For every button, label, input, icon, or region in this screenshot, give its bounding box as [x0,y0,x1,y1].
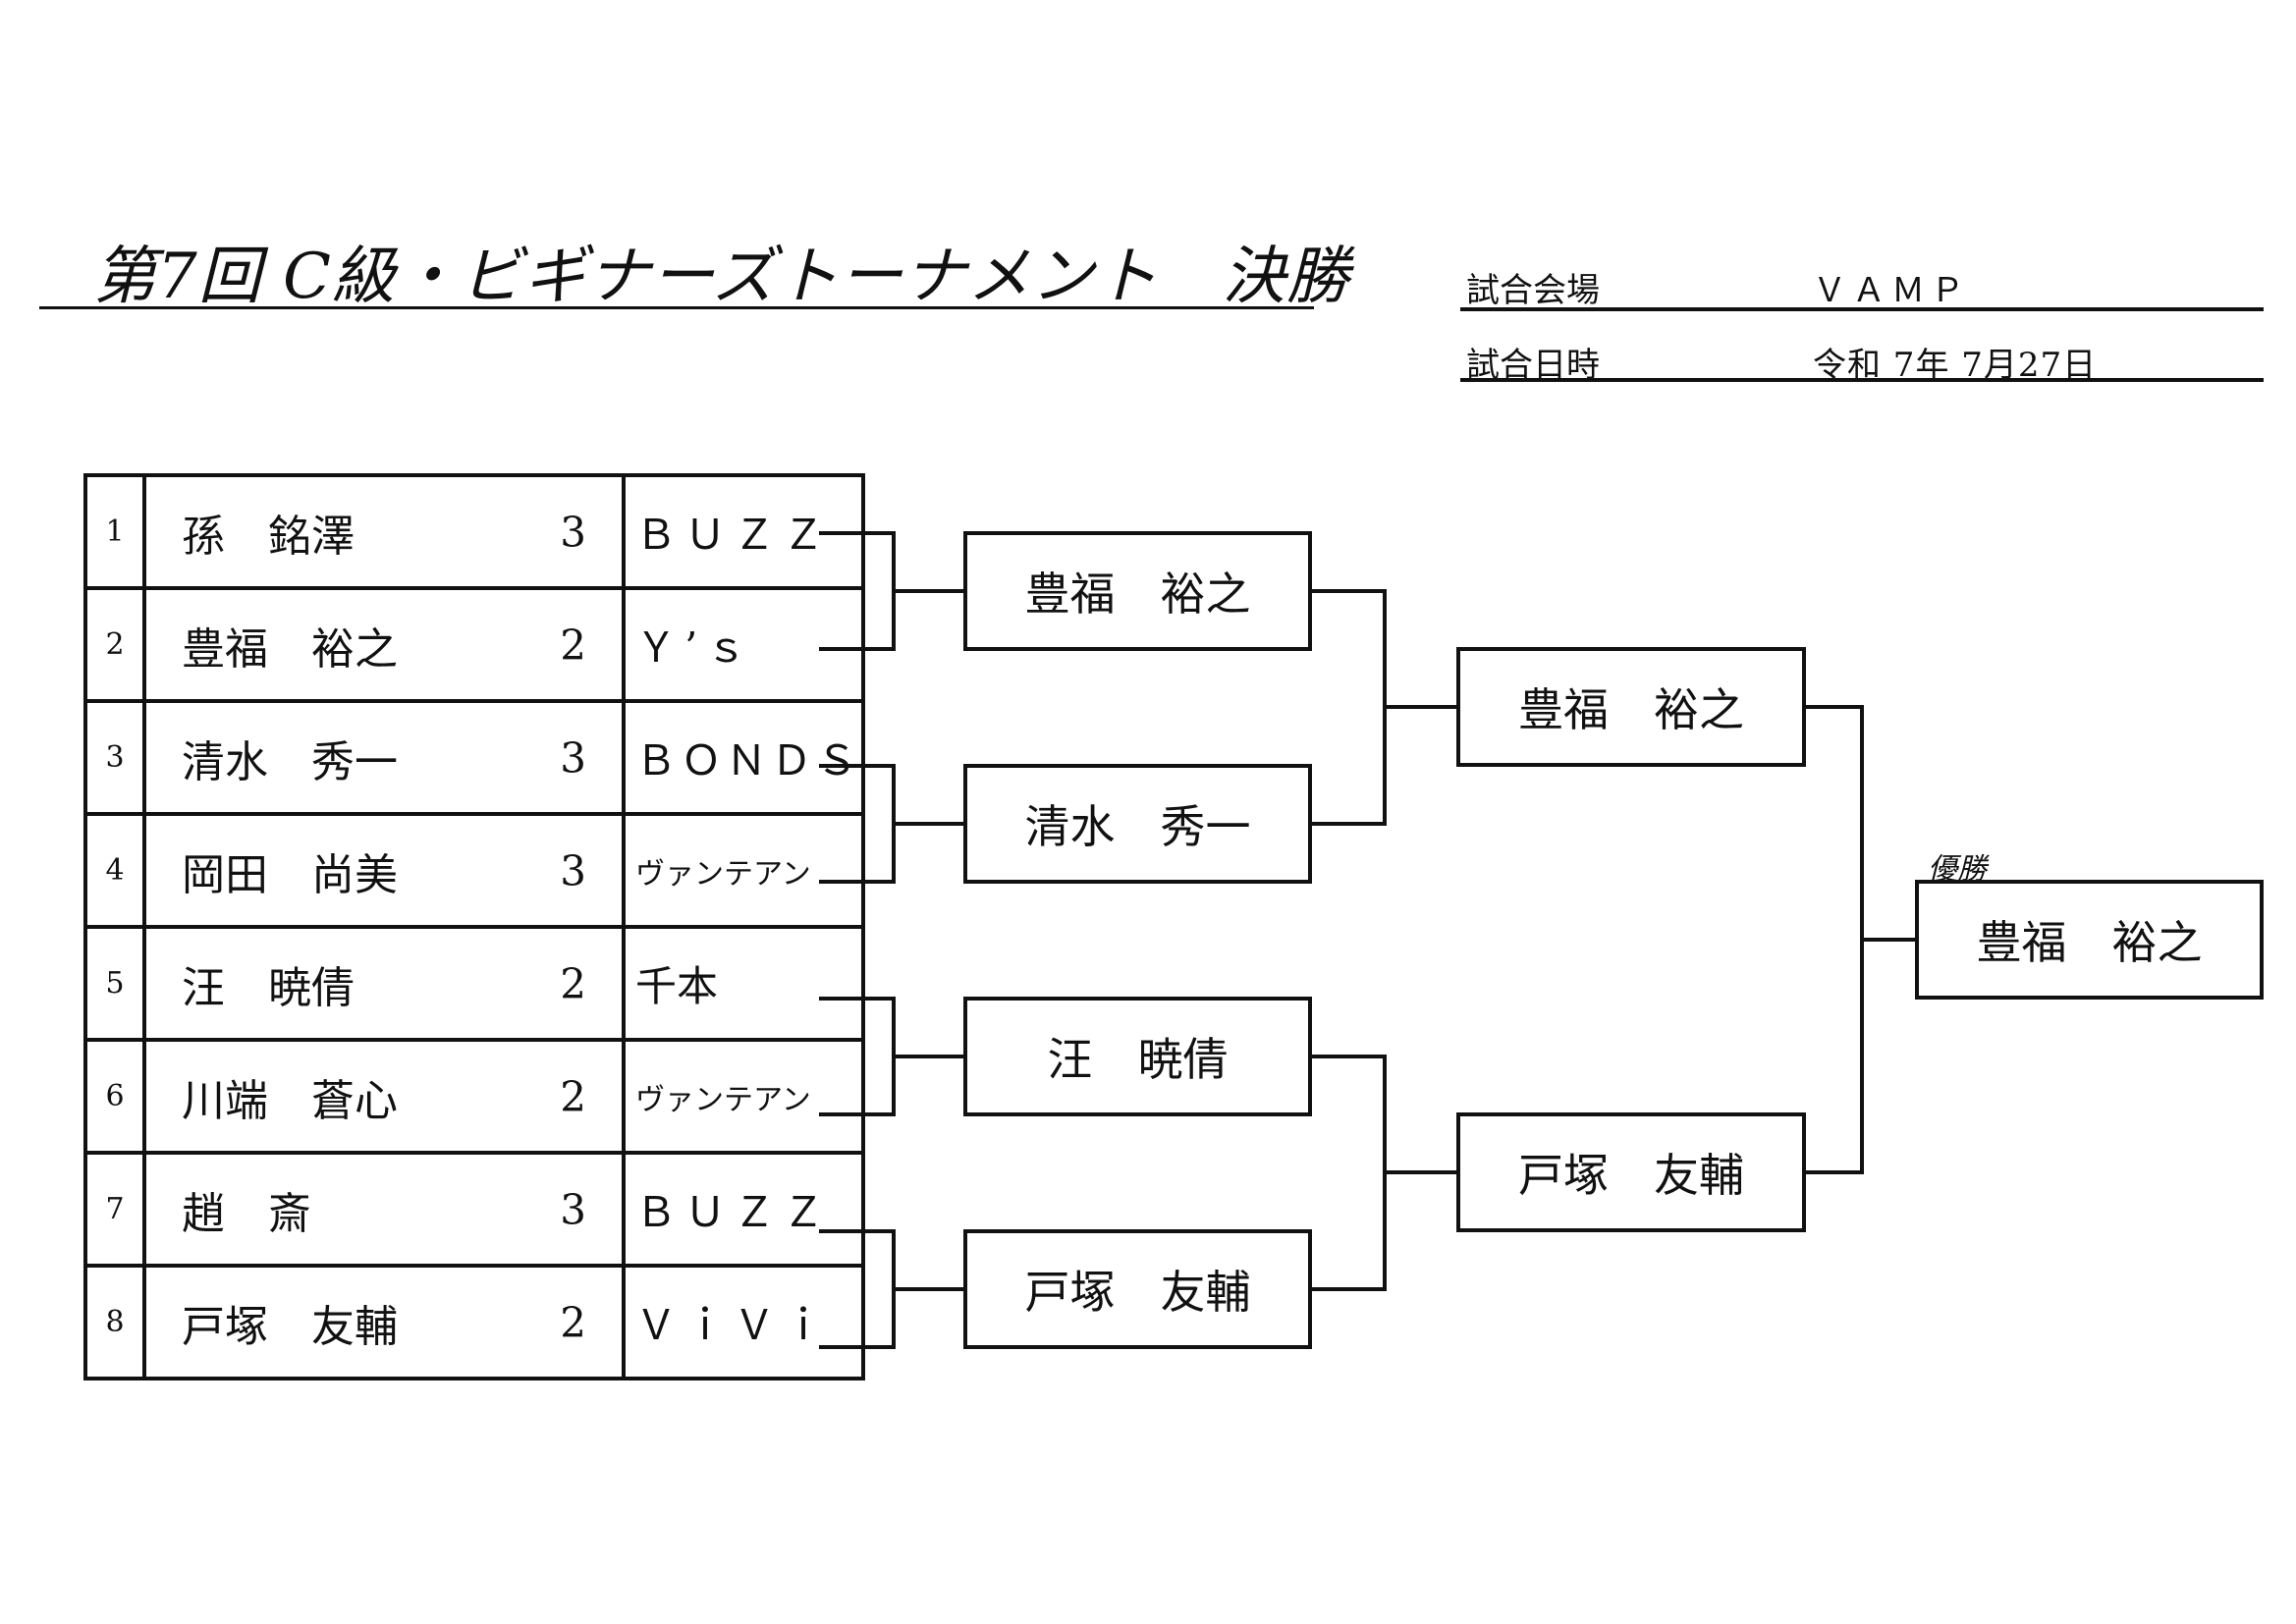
round2-winner-box: 戸塚 友輔 [963,1229,1312,1349]
club-name: ＢＯＮＤＳ [621,699,866,816]
player-name: 戸塚 友輔 [182,1301,398,1352]
player-cell: 戸塚 友輔 2 [142,1264,626,1380]
seed-number: 5 [83,925,146,1042]
venue-value: ＶＡＭＰ [1813,271,1970,310]
seed-number: 4 [83,812,146,929]
venue-rule [1460,307,2264,311]
player-cell: 岡田 尚美 3 [142,812,626,929]
player-name: 豊福 裕之 [182,623,398,675]
player-cell: 川端 蒼心 2 [142,1038,626,1155]
table-row: 5 汪 暁倩 2 千本 [83,925,866,1042]
player-cell: 趙 斎 3 [142,1151,626,1268]
table-row: 7 趙 斎 3 ＢＵＺＺ [83,1151,866,1268]
club-name: 千本 [621,925,866,1042]
entry-table: 1 孫 銘澤 3 ＢＵＺＺ 2 豊福 裕之 2 Ｙ’ｓ 3 清水 秀一 3 ＢＯＮＤＳ… [83,473,866,1380]
date-rule [1460,378,2264,382]
table-row: 8 戸塚 友輔 2 ＶｉＶｉ [83,1264,866,1380]
player-name: 岡田 尚美 [182,849,398,900]
player-score: 3 [560,846,586,894]
player-cell: 清水 秀一 3 [142,699,626,816]
round2-winner-box: 豊福 裕之 [963,531,1312,651]
venue-label: 試合会場 [1466,271,1600,310]
table-row: 4 岡田 尚美 3 ヴァンテアン [83,812,866,929]
player-score: 2 [560,959,586,1007]
club-name: ヴァンテアン [621,1038,866,1155]
club-name: Ｙ’ｓ [621,586,866,703]
tournament-title: 第7回 C級・ビギナーズトーナメント 決勝 [93,241,1350,313]
player-score: 2 [560,1072,586,1120]
player-cell: 豊福 裕之 2 [142,586,626,703]
player-cell: 汪 暁倩 2 [142,925,626,1042]
player-name: 川端 蒼心 [182,1075,398,1126]
player-score: 3 [560,508,586,556]
player-score: 3 [560,733,586,782]
title-underline [39,306,1314,309]
player-score: 2 [560,621,586,669]
club-name: ヴァンテアン [621,812,866,929]
player-name: 孫 銘澤 [182,511,355,562]
table-row: 6 川端 蒼心 2 ヴァンテアン [83,1038,866,1155]
player-score: 2 [560,1298,586,1346]
club-name: ＢＵＺＺ [621,1151,866,1268]
player-name: 汪 暁倩 [182,962,355,1013]
player-name: 趙 斎 [182,1188,311,1239]
player-name: 清水 秀一 [182,736,398,787]
table-row: 2 豊福 裕之 2 Ｙ’ｓ [83,586,866,703]
seed-number: 1 [83,473,146,590]
semifinal-winner-box: 豊福 裕之 [1456,647,1806,767]
table-row: 3 清水 秀一 3 ＢＯＮＤＳ [83,699,866,816]
champion-box: 豊福 裕之 [1915,880,2264,1000]
round2-winner-box: 汪 暁倩 [963,997,1312,1116]
player-cell: 孫 銘澤 3 [142,473,626,590]
round2-winner-box: 清水 秀一 [963,764,1312,884]
seed-number: 6 [83,1038,146,1155]
club-name: ＶｉＶｉ [621,1264,866,1380]
seed-number: 8 [83,1264,146,1380]
seed-number: 2 [83,586,146,703]
semifinal-winner-box: 戸塚 友輔 [1456,1112,1806,1232]
seed-number: 3 [83,699,146,816]
player-score: 3 [560,1185,586,1233]
seed-number: 7 [83,1151,146,1268]
